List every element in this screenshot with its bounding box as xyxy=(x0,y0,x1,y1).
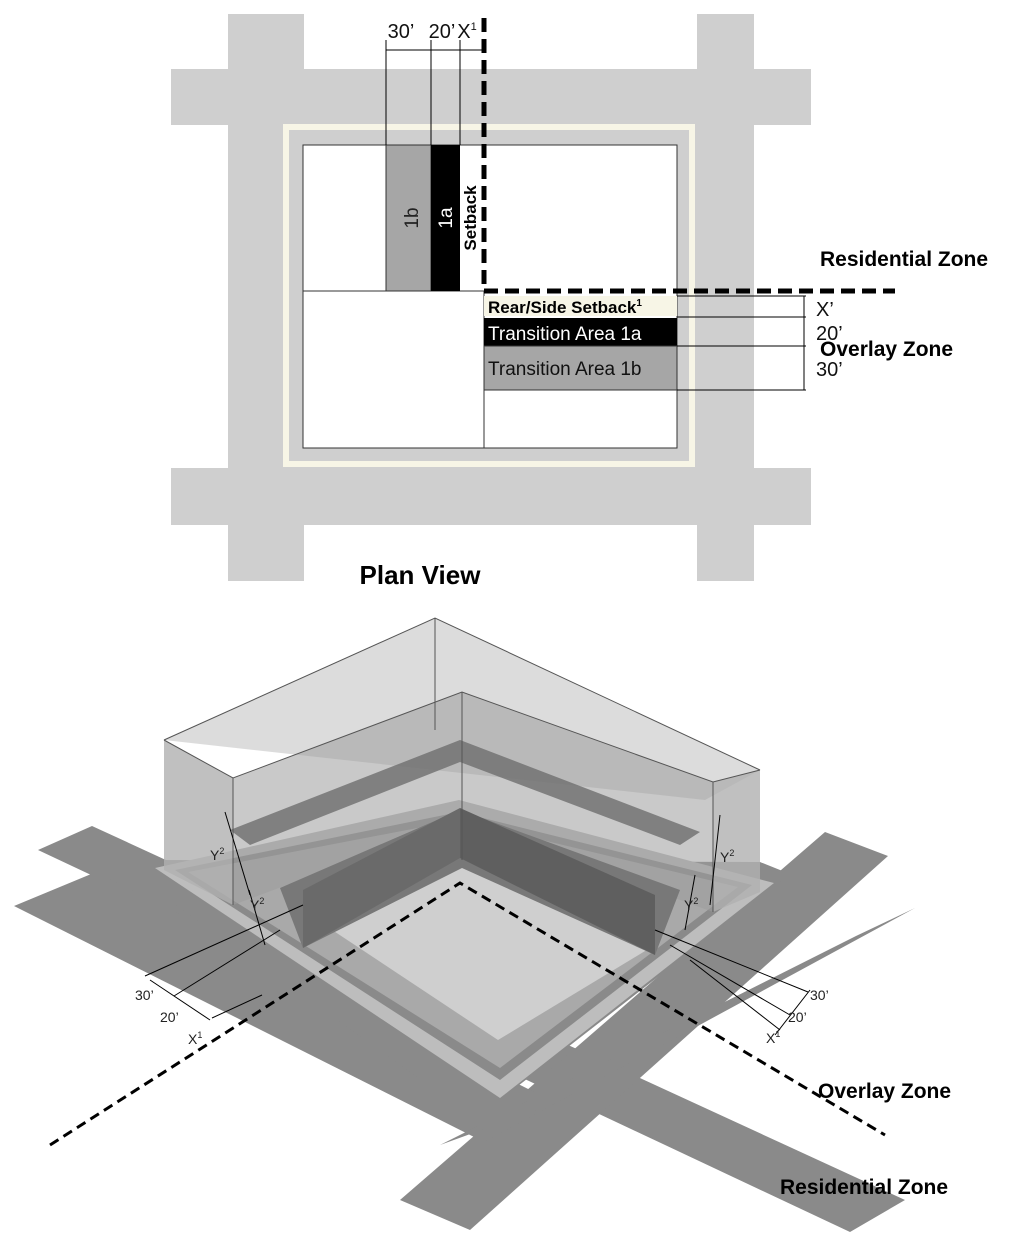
rear-side-setback-label: Rear/Side Setback1 xyxy=(488,298,642,317)
transition-1b-mass-top xyxy=(280,810,680,955)
transition-area-1a-strip xyxy=(431,145,460,291)
residential-zone-label-plan: Residential Zone xyxy=(820,248,988,271)
transition-1b-face-left xyxy=(303,808,460,948)
iso-dim-20-right: 20’ xyxy=(788,1009,807,1025)
iso-dim-y-left-lower: Y2 xyxy=(250,896,264,913)
street-horizontal-bottom xyxy=(171,468,811,525)
overlay-zone-label-iso: Overlay Zone xyxy=(818,1080,951,1103)
street-diagonal-4 xyxy=(440,908,915,1145)
dim-x-right: X’ xyxy=(816,299,834,321)
iso-dim-y-right-lower: Y2 xyxy=(684,896,698,913)
overlay-zone-label-plan: Overlay Zone xyxy=(820,338,953,361)
plan-view: 1b 1a Setback 30’ 20’ X1 Rear/Side Setba… xyxy=(171,14,988,590)
right-dimension-lines xyxy=(677,295,806,391)
street-diagonal-2 xyxy=(400,832,888,1230)
transition-area-1a-band xyxy=(484,318,677,346)
transition-1a-mass-top xyxy=(230,740,700,845)
building-face-left-end xyxy=(164,740,233,905)
building-edges xyxy=(163,617,761,912)
iso-zone-boundary-line xyxy=(49,881,886,1147)
zone-boundary-line xyxy=(481,18,895,294)
dim-x-top: X1 xyxy=(457,21,476,43)
area-1a-label: 1a xyxy=(436,207,457,229)
isometric-view: 30’ 20’ X1 Y2 Y2 30’ 20’ X1 Y2 Y2 Overla… xyxy=(14,617,951,1232)
transition-area-1b-band xyxy=(483,345,678,391)
iso-dim-y-left-upper: Y2 xyxy=(210,846,224,863)
iso-dim-right xyxy=(654,814,811,1036)
building-face-right-end xyxy=(713,770,760,912)
transition-area-1b-label: Transition Area 1b xyxy=(488,359,642,380)
transition-1b-face-right xyxy=(460,808,655,955)
dim-30-top: 30’ xyxy=(388,21,415,43)
iso-dim-x-right: X1 xyxy=(766,1029,780,1046)
dim-20-right: 20’ xyxy=(816,323,843,345)
iso-dim-left xyxy=(144,811,304,1021)
transition-area-1a-label: Transition Area 1a xyxy=(488,324,642,345)
iso-dim-30-right: 30’ xyxy=(810,987,829,1003)
street-horizontal-top xyxy=(171,69,811,125)
iso-dim-x-left: X1 xyxy=(188,1030,202,1047)
top-dimension-lines xyxy=(385,40,484,145)
residential-zone-label-iso: Residential Zone xyxy=(780,1176,948,1199)
iso-dim-30-left: 30’ xyxy=(135,987,154,1003)
iso-dim-y-right-upper: Y2 xyxy=(720,848,734,865)
iso-dim-20-left: 20’ xyxy=(160,1009,179,1025)
plan-view-title: Plan View xyxy=(360,560,482,590)
dim-20-top: 20’ xyxy=(429,21,456,43)
area-1b-label: 1b xyxy=(402,207,423,228)
setback-label: Setback xyxy=(461,185,480,251)
rear-side-setback-band xyxy=(484,296,677,316)
dim-30-right: 30’ xyxy=(816,359,843,381)
